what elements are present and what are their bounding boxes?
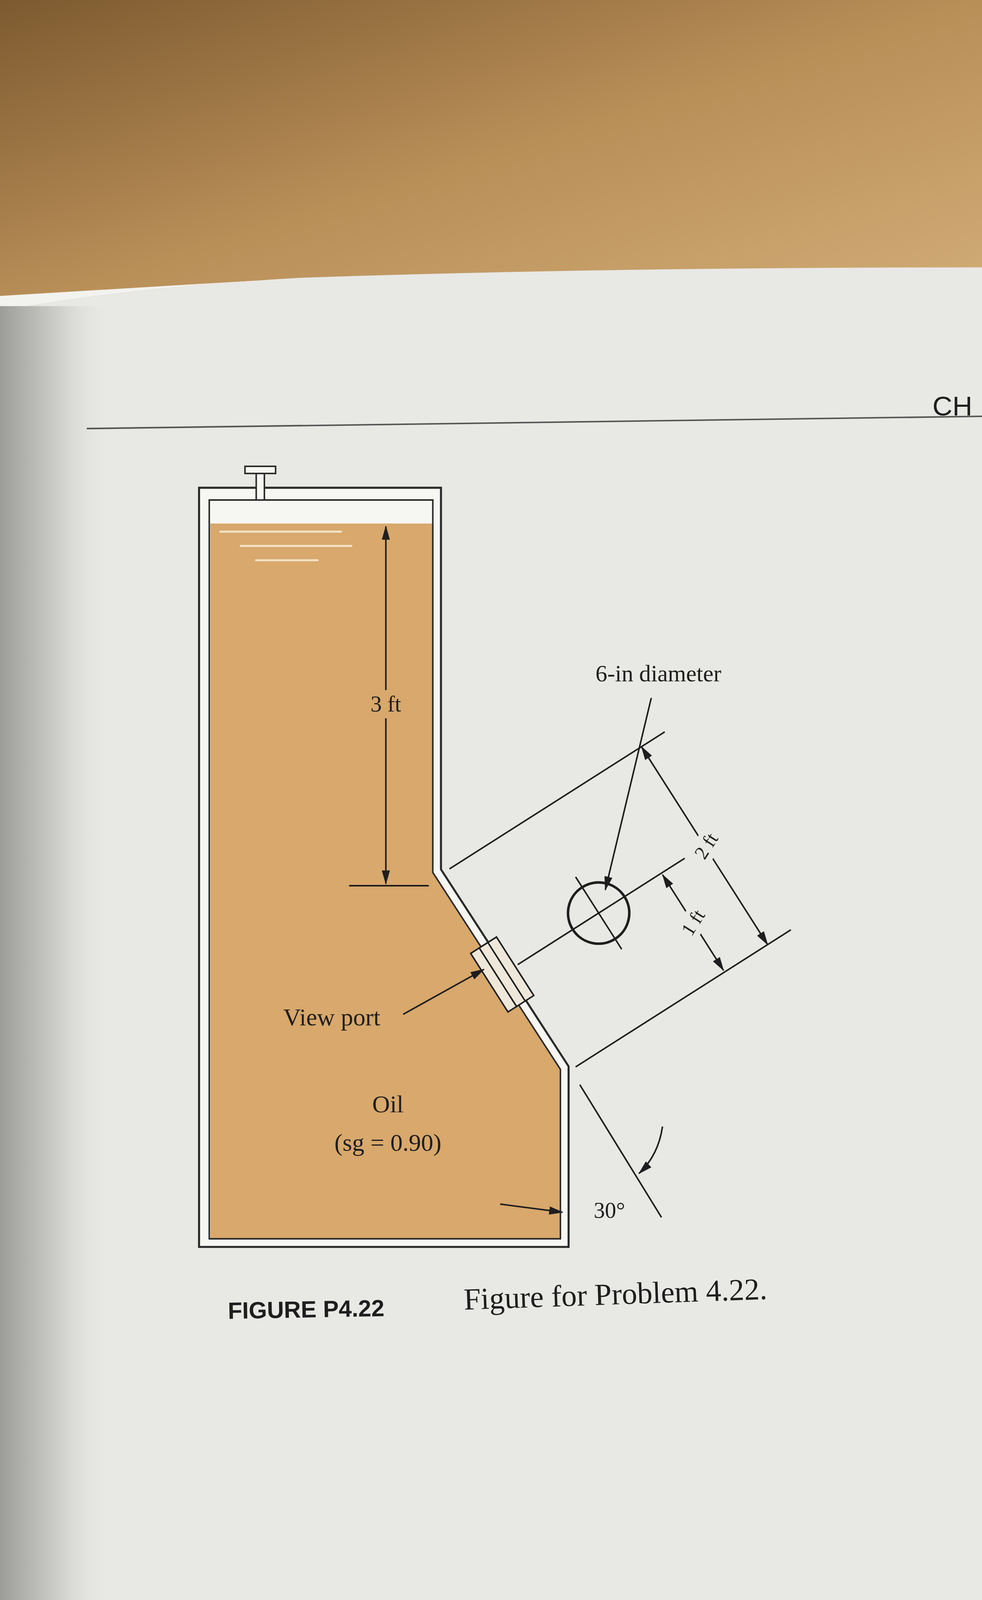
header-rule	[86, 416, 982, 429]
header-rule-part	[86, 416, 982, 429]
leader-lines-part	[403, 969, 484, 1015]
leader-lines	[403, 698, 652, 1015]
view-port-geometry-part	[487, 942, 526, 1002]
view-port-geometry-part	[641, 747, 768, 946]
vent	[244, 466, 276, 501]
background-part	[0, 306, 113, 1600]
vent-part	[256, 473, 265, 501]
dimension-text: 3 ft	[366, 690, 406, 719]
running-head: CH	[932, 390, 973, 422]
tank-part	[209, 500, 561, 1240]
view-port-geometry-part	[517, 858, 685, 965]
oil-surface-part	[239, 544, 353, 547]
oil-surface-part	[219, 530, 343, 533]
callout-text: 6-in diameter	[595, 660, 722, 687]
view-port-geometry-part	[575, 930, 791, 1067]
figure-number: FIGURE P4.22	[227, 1295, 385, 1325]
tank-part	[210, 523, 561, 1240]
view-port-geometry-part	[470, 937, 534, 1013]
oil-surface-part	[255, 559, 319, 562]
angle-mark-part	[500, 1204, 563, 1213]
leader-lines-part	[605, 698, 652, 890]
dimension-text: 1 ft	[673, 901, 713, 944]
dimension-text: 2 ft	[686, 825, 726, 868]
view-port-geometry-part	[479, 948, 517, 1007]
depth-dimension-part	[349, 885, 430, 887]
angle-mark	[500, 1084, 663, 1218]
view-port-geometry-part	[662, 874, 724, 971]
view-port-geometry-part	[556, 870, 642, 956]
vent-part	[244, 466, 276, 474]
angle-mark-part	[639, 1126, 663, 1174]
callout-text: View port	[283, 1004, 381, 1032]
depth-dimension	[349, 526, 430, 886]
oil-surface	[219, 531, 353, 561]
view-port-geometry-part	[575, 877, 622, 950]
fluid-property: (sg = 0.90)	[334, 1129, 442, 1157]
angle-text: 30°	[589, 1196, 630, 1225]
view-port-geometry	[426, 731, 792, 1083]
background-part	[0, 0, 982, 312]
tank	[198, 487, 569, 1248]
figure-caption: Figure for Problem 4.22.	[463, 1272, 768, 1317]
tank-part	[198, 487, 569, 1248]
fluid-name: Oil	[372, 1091, 404, 1119]
view-port-geometry-part	[449, 731, 665, 869]
